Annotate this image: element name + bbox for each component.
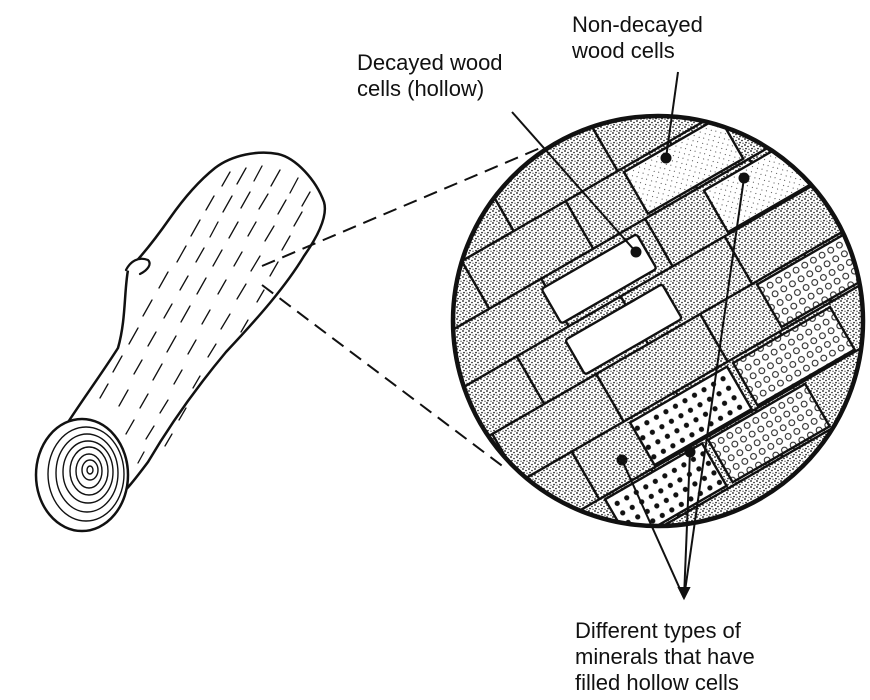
label-minerals-line-3: filled hollow cells [575, 670, 755, 696]
label-nondecayed-line-1: Non-decayed [572, 12, 703, 38]
label-decayed-line-2: cells (hollow) [357, 76, 503, 102]
label-decayed-wood-cells: Decayed wood cells (hollow) [357, 50, 503, 102]
label-minerals-line-1: Different types of [575, 618, 755, 644]
log-end-face [36, 419, 128, 531]
label-minerals-line-2: minerals that have [575, 644, 755, 670]
log-illustration [36, 153, 325, 531]
label-non-decayed-wood-cells: Non-decayed wood cells [572, 12, 703, 64]
label-mineral-filled-cells: Different types of minerals that have fi… [575, 618, 755, 696]
label-decayed-line-1: Decayed wood [357, 50, 503, 76]
label-nondecayed-line-2: wood cells [572, 38, 703, 64]
